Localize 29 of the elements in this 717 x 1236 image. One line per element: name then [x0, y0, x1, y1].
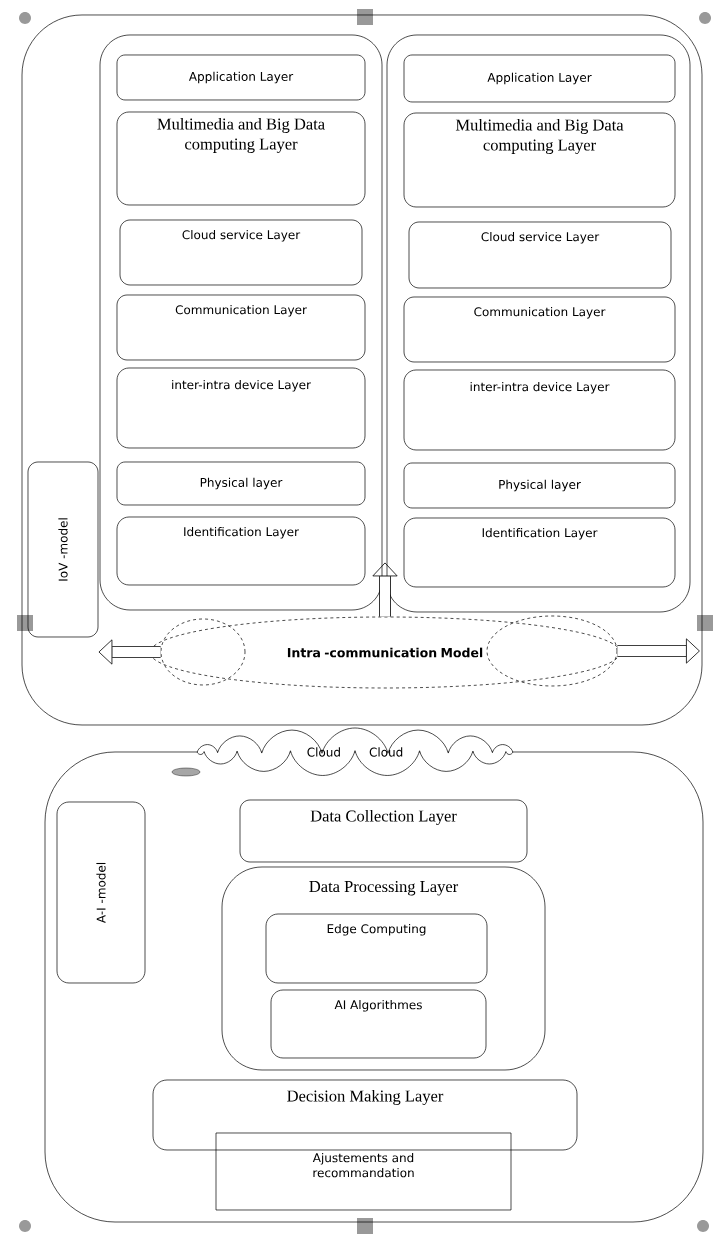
model-label-box: IoV -model [27, 461, 99, 638]
model-label-box: A-I -model [56, 801, 146, 984]
layer-box: Physical layer [116, 461, 366, 506]
recommendation-box: Ajustements and recommandation [215, 1132, 512, 1211]
layer-stack-panel [386, 34, 691, 613]
layer-box: Edge Computing [265, 913, 488, 984]
layer-box: Identification Layer [403, 517, 676, 588]
block-arrow [372, 562, 398, 617]
layer-box: AI Algorithmes [270, 989, 487, 1059]
layer-box: Communication Layer [116, 294, 366, 361]
layer-box: Cloud service Layer [119, 219, 363, 286]
block-arrow [617, 638, 700, 664]
layer-box: Cloud service Layer [408, 221, 672, 289]
layer-box: Communication Layer [403, 296, 676, 363]
layer-box: Identification Layer [116, 516, 366, 586]
layer-box: Application Layer [403, 54, 676, 103]
layer-box: Physical layer [403, 462, 676, 509]
dashed-ellipse [160, 618, 246, 686]
layer-box: Decision Making Layer [152, 1079, 578, 1151]
layer-box: inter-intra device Layer [116, 367, 366, 449]
model-frame [21, 14, 703, 726]
layer-stack-panel [99, 34, 383, 611]
layer-box: Data Collection Layer [239, 799, 528, 863]
layer-box: Application Layer [116, 54, 366, 101]
block-arrow [98, 639, 161, 665]
layer-box: Multimedia and Big Data computing Layer [403, 112, 676, 208]
layer-box: inter-intra device Layer [403, 369, 676, 451]
layer-box: Multimedia and Big Data computing Layer [116, 111, 366, 206]
dashed-ellipse [486, 615, 618, 687]
